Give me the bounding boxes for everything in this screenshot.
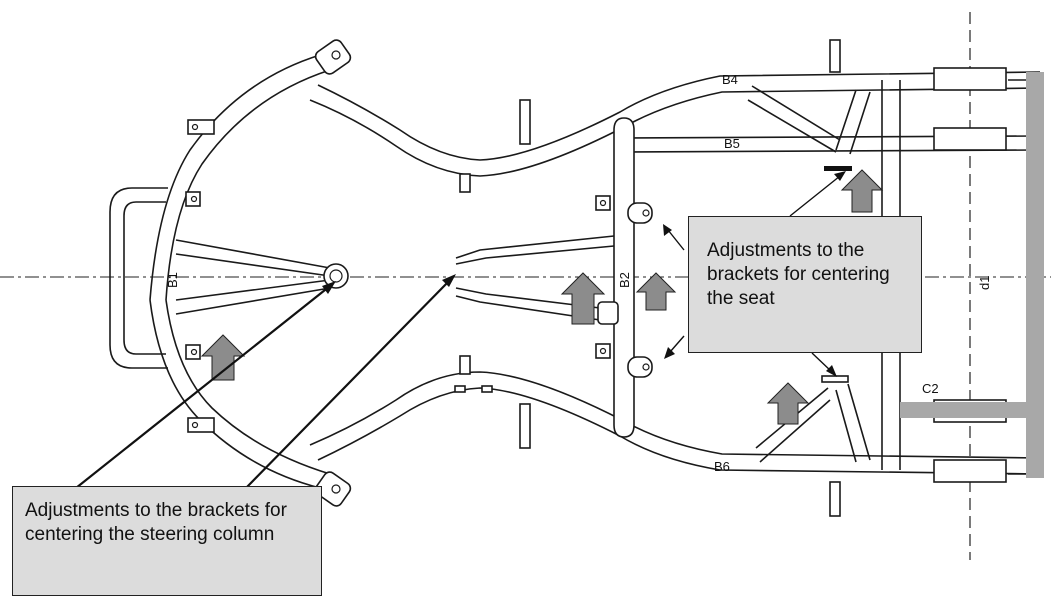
label-b1: B1 <box>165 272 180 288</box>
label-d1: d1 <box>977 276 992 290</box>
upper-seat-clamp <box>824 166 852 171</box>
lower-kingpin-lug <box>314 471 352 507</box>
upper-seat-post <box>828 89 871 169</box>
upper-main-rail <box>317 71 1041 161</box>
label-b2: B2 <box>617 272 632 288</box>
steering-column-mount <box>323 263 349 289</box>
lower-seat-post <box>826 379 871 463</box>
b2-member <box>613 117 635 438</box>
front-steering-struts <box>175 239 331 315</box>
rear-axle <box>1026 72 1044 478</box>
lower-seat-clamp <box>821 375 849 383</box>
seat-callout-pointers <box>663 171 846 377</box>
centre-steering-bracket <box>455 235 615 321</box>
lower-main-rail <box>317 387 1041 475</box>
upper-main-rail-inner <box>309 87 1041 177</box>
label-c2: C2 <box>922 381 939 396</box>
steering-column-mount-inner <box>329 269 343 283</box>
mounting-tabs <box>185 39 841 517</box>
upper-kingpin-lug <box>314 39 352 75</box>
seat-bracket-upper <box>627 202 653 224</box>
seat-adjustment-callout: Adjustments to the brackets for centerin… <box>688 216 922 353</box>
c2-crossbar <box>900 402 1030 418</box>
label-b5: B5 <box>724 136 740 151</box>
b4-strut <box>747 85 841 153</box>
steering-adjustment-callout: Adjustments to the brackets for centerin… <box>12 486 322 596</box>
adjustment-arrows <box>200 169 884 425</box>
lower-front-rail <box>149 299 337 493</box>
label-b4: B4 <box>722 72 738 87</box>
upper-front-rail <box>149 51 337 301</box>
seat-bracket-lower <box>627 356 653 378</box>
upper-front-rail-inner <box>165 69 331 301</box>
front-bumper-inner <box>123 201 166 355</box>
lower-front-rail-inner <box>165 299 331 475</box>
rear-axle-bearings <box>933 67 1036 483</box>
lower-main-rail-inner <box>309 371 1041 459</box>
label-b6: B6 <box>714 459 730 474</box>
centre-bracket-end <box>597 301 619 325</box>
steering-callout-pointers <box>75 274 456 489</box>
front-bumper <box>109 187 168 369</box>
